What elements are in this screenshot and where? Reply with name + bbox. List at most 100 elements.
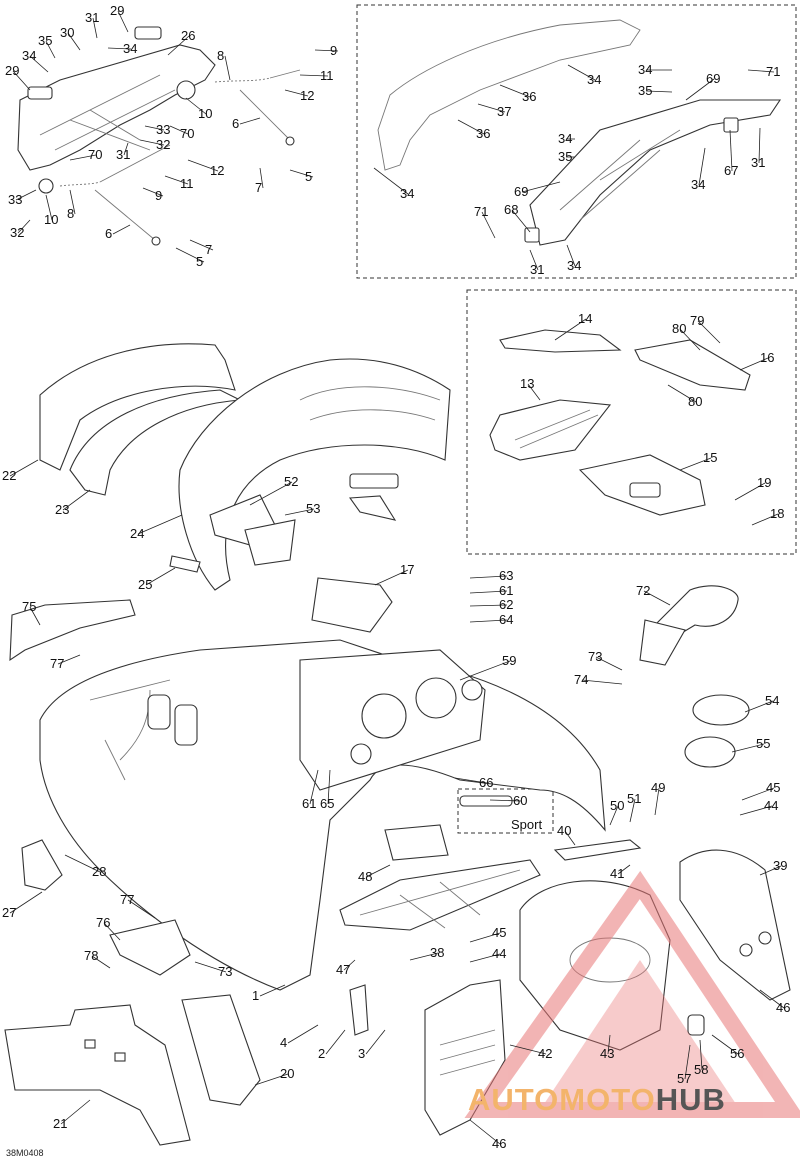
leader-line xyxy=(469,604,508,607)
console-grilles xyxy=(489,329,751,516)
leader-line xyxy=(679,457,712,471)
callout-label: 13 xyxy=(520,376,534,391)
callout-label: 76 xyxy=(96,915,110,930)
leader-line xyxy=(64,854,101,873)
leader-line xyxy=(117,10,129,33)
callout-label: 34 xyxy=(558,131,572,146)
leader-line xyxy=(9,891,43,914)
callout-label: 20 xyxy=(280,1066,294,1081)
callout-label: 61 xyxy=(302,796,316,811)
callout-label: 11 xyxy=(180,176,194,191)
leader-line xyxy=(67,32,81,51)
callout-label: 31 xyxy=(530,262,544,277)
leader-line xyxy=(145,567,176,586)
leader-line xyxy=(194,961,227,973)
callout-label: 34 xyxy=(638,62,652,77)
callout-label: 63 xyxy=(499,568,513,583)
leader-line xyxy=(365,864,391,878)
callout-label: 4 xyxy=(280,1035,287,1050)
callout-label: 9 xyxy=(155,188,162,203)
callout-label: 8 xyxy=(217,48,224,63)
leader-line xyxy=(581,679,623,685)
callout-label: 72 xyxy=(636,583,650,598)
leader-line xyxy=(739,357,769,371)
leader-line xyxy=(457,119,485,135)
callout-label: 15 xyxy=(703,450,717,465)
callout-label: 34 xyxy=(691,177,705,192)
callout-label: 33 xyxy=(156,122,170,137)
callout-label: 16 xyxy=(760,350,774,365)
callout-label: 33 xyxy=(8,192,22,207)
callout-label: 34 xyxy=(22,48,36,63)
callout-label: 74 xyxy=(574,672,588,687)
leader-line xyxy=(564,830,576,846)
callout-label: 68 xyxy=(504,202,518,217)
callout-label: 36 xyxy=(476,126,490,141)
leader-line xyxy=(739,805,773,816)
leader-line xyxy=(481,211,496,239)
callout-label: 37 xyxy=(497,104,511,119)
leader-line xyxy=(751,513,779,526)
leader-line xyxy=(469,619,508,623)
callout-label: 9 xyxy=(330,43,337,58)
callout-label: 11 xyxy=(320,68,334,83)
callout-label: 45 xyxy=(492,925,506,940)
leader-line xyxy=(69,154,97,161)
leader-line xyxy=(15,189,37,201)
leader-line xyxy=(667,384,697,403)
leader-line xyxy=(224,55,231,81)
callout-label: 61 xyxy=(499,583,513,598)
callout-label: 73 xyxy=(588,649,602,664)
leader-line xyxy=(554,318,587,341)
callout-label: 31 xyxy=(751,155,765,170)
leader-line xyxy=(409,952,439,961)
leader-line xyxy=(309,769,319,805)
callout-label: 29 xyxy=(5,63,19,78)
leader-line xyxy=(759,989,785,1009)
leader-line xyxy=(103,922,121,941)
callout-label: 27 xyxy=(2,905,16,920)
callout-label: 26 xyxy=(181,28,195,43)
callout-label: 70 xyxy=(180,126,194,141)
callout-label: 39 xyxy=(773,858,787,873)
callout-label: 73 xyxy=(218,964,232,979)
leader-line xyxy=(684,1044,691,1080)
callout-label: 70 xyxy=(88,147,102,162)
callout-label: 34 xyxy=(567,258,581,273)
leader-line xyxy=(645,90,673,93)
callout-label: 55 xyxy=(756,736,770,751)
callout-label: 69 xyxy=(514,184,528,199)
callout-label: 32 xyxy=(10,225,24,240)
leader-line xyxy=(17,219,31,234)
leader-line xyxy=(9,459,39,477)
callout-label: 17 xyxy=(400,562,414,577)
leader-line xyxy=(734,482,766,501)
callout-label: 23 xyxy=(55,502,69,517)
callout-label: 60 xyxy=(513,793,527,808)
leader-line xyxy=(185,97,207,115)
callout-label: 62 xyxy=(499,597,513,612)
watermark-triangle xyxy=(464,870,800,1118)
leader-line xyxy=(759,865,782,876)
callout-label: 48 xyxy=(358,869,372,884)
callout-label: 46 xyxy=(492,1136,506,1151)
callout-label: 25 xyxy=(138,577,152,592)
callout-label: 18 xyxy=(770,506,784,521)
callout-label: 7 xyxy=(255,180,262,195)
rear-bumper-assembly xyxy=(17,26,301,246)
leader-line xyxy=(259,984,286,997)
callout-label: 38 xyxy=(430,945,444,960)
leader-line xyxy=(144,125,165,131)
callout-label: 12 xyxy=(300,88,314,103)
watermark-text: AUTOMOTOHUB xyxy=(468,1082,726,1118)
leader-line xyxy=(698,147,706,186)
callout-label: 42 xyxy=(538,1046,552,1061)
sport-label: Sport xyxy=(511,817,542,832)
callout-label: 71 xyxy=(474,204,488,219)
leader-line xyxy=(747,69,775,73)
leader-line xyxy=(469,953,501,963)
leader-line xyxy=(325,1029,346,1055)
callout-label: 77 xyxy=(120,892,134,907)
leader-line xyxy=(327,769,331,805)
